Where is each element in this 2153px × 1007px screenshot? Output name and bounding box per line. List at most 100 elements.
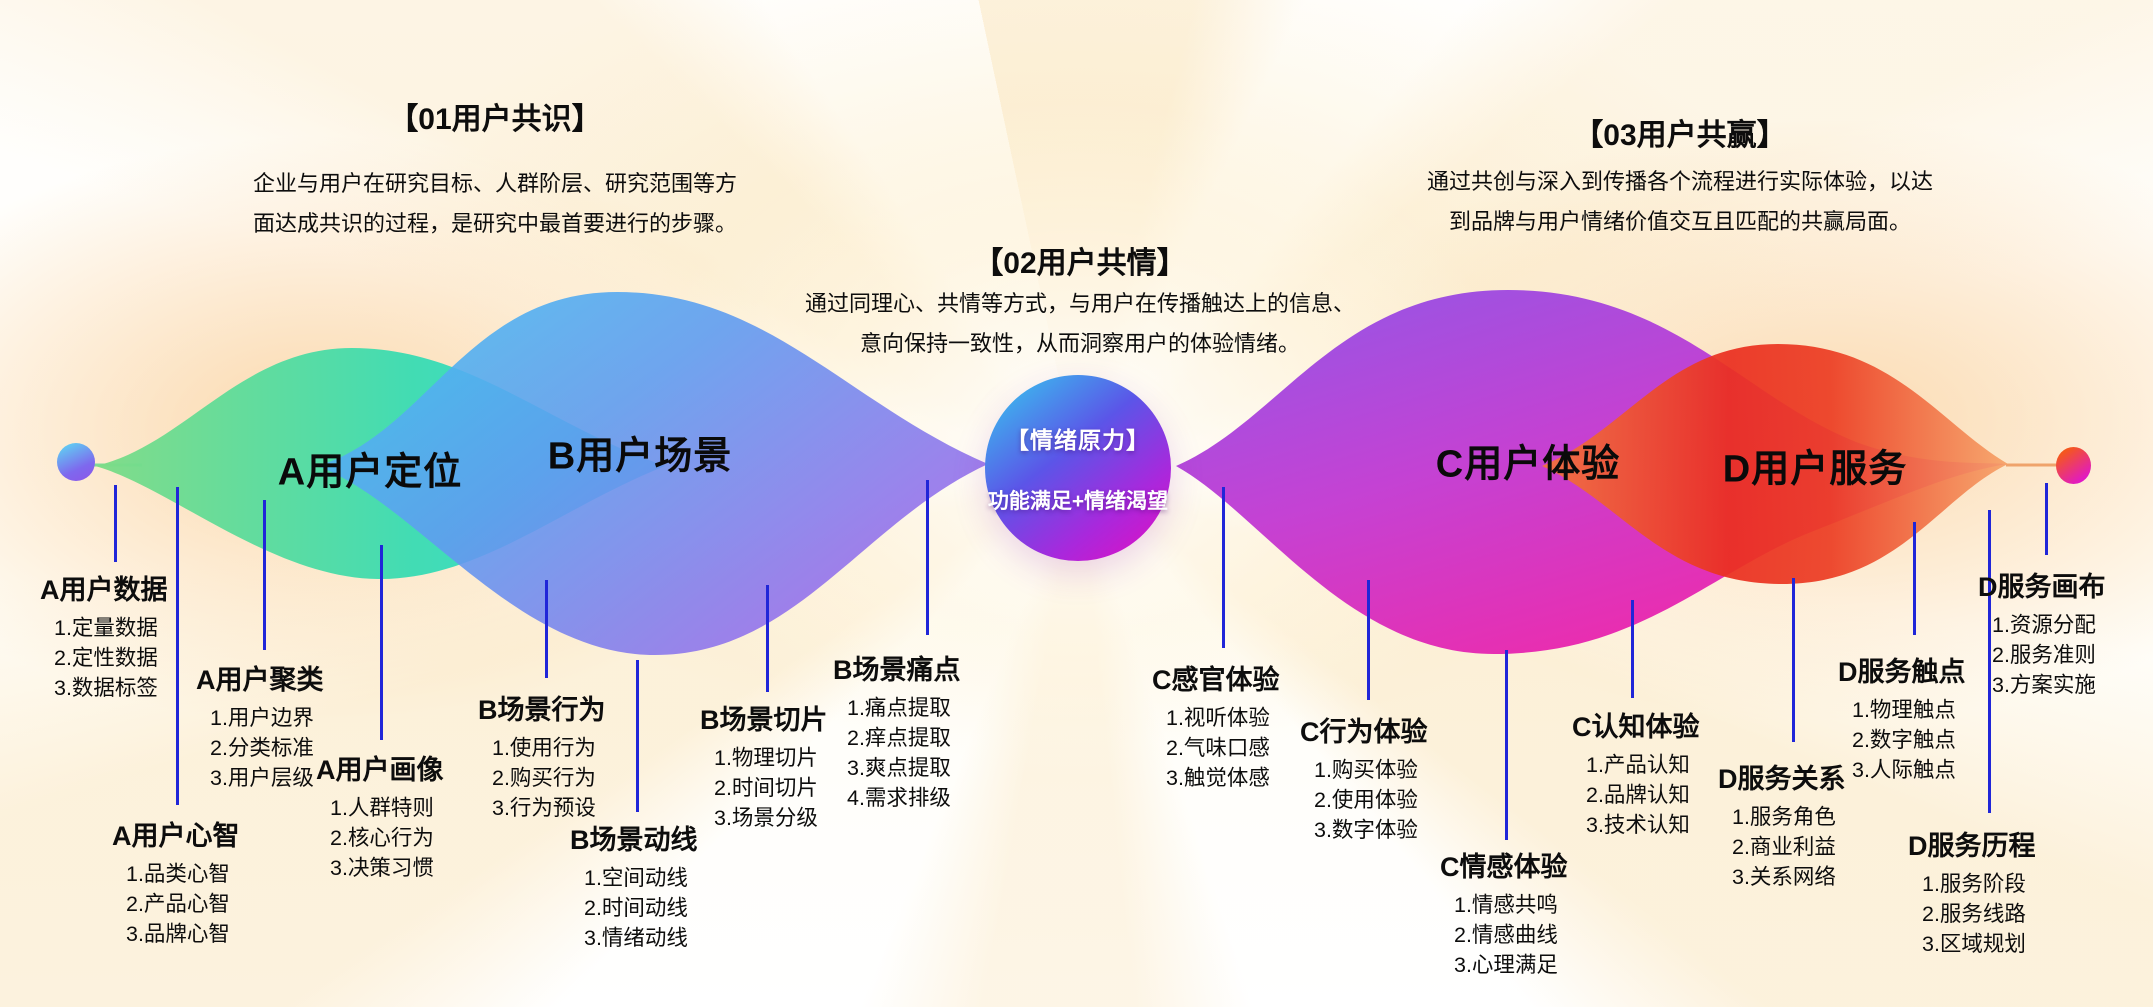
callout-title: D服务历程 <box>1908 831 2036 861</box>
callout-item: 2.服务准则 <box>1992 643 2096 667</box>
section-03-body: 通过共创与深入到传播各个流程进行实际体验，以达 到品牌与用户情绪价值交互且匹配的… <box>1380 162 1980 242</box>
callout-item: 3.触觉体感 <box>1166 766 1270 790</box>
callout-item: 3.区域规划 <box>1922 932 2026 956</box>
emotion-core-title: 【情绪原力】 <box>1006 427 1150 453</box>
callout-title: C情感体验 <box>1440 852 1568 882</box>
emotion-core-circle: 【情绪原力】 功能满足+情绪渴望 <box>985 375 1171 561</box>
callout-item: 1.空间动线 <box>584 866 688 890</box>
callout-item: 4.需求排级 <box>847 786 951 810</box>
callout-item: 3.品牌心智 <box>126 922 230 946</box>
callout-title: A用户聚类 <box>196 665 324 695</box>
callout-title: B场景行为 <box>478 695 606 725</box>
callout-title: D服务触点 <box>1838 657 1966 687</box>
callout-item: 1.产品认知 <box>1586 753 1690 777</box>
callout-item: 2.数字触点 <box>1852 728 1956 752</box>
callout-item: 3.用户层级 <box>210 766 314 790</box>
section-03-winwin: 【03用户共赢】 通过共创与深入到传播各个流程进行实际体验，以达 到品牌与用户情… <box>1380 110 1980 242</box>
callout-title: A用户画像 <box>316 755 444 785</box>
callout-item: 3.数据标签 <box>54 676 158 700</box>
flow-end-node <box>2056 447 2091 484</box>
section-02-body-line1: 通过同理心、共情等方式，与用户在传播触达上的信息、 <box>804 291 1355 316</box>
callout-item: 1.品类心智 <box>126 862 230 886</box>
callout-item: 3.数字体验 <box>1314 818 1418 842</box>
stage-label-d-service: D用户服务 <box>1722 448 1908 491</box>
connector-line-a1 <box>114 485 117 562</box>
callout-item: 2.定性数据 <box>54 646 158 670</box>
callout-item: 2.产品心智 <box>126 892 230 916</box>
connector-line-b4 <box>926 480 929 635</box>
section-02-empathy: 【02用户共情】 通过同理心、共情等方式，与用户在传播触达上的信息、 意向保持一… <box>760 238 1400 364</box>
callout-item: 1.用户边界 <box>210 706 314 730</box>
connector-line-c2 <box>1367 580 1370 700</box>
emotion-core-subtitle: 功能满足+情绪渴望 <box>987 490 1169 513</box>
callout-item: 2.商业利益 <box>1732 835 1836 859</box>
section-02-body: 通过同理心、共情等方式，与用户在传播触达上的信息、 意向保持一致性，从而洞察用户… <box>760 284 1400 364</box>
callout-title: D服务关系 <box>1718 764 1846 794</box>
callout-item: 3.爽点提取 <box>847 756 951 780</box>
callout-item: 3.关系网络 <box>1732 865 1836 889</box>
callout-title: A用户心智 <box>112 821 240 851</box>
callout-item: 2.情感曲线 <box>1454 923 1558 947</box>
callout-item: 1.痛点提取 <box>847 696 951 720</box>
callout-a1: A用户数据 1.定量数据 2.定性数据 3.数据标签 <box>40 568 168 703</box>
connector-line-a2 <box>263 500 266 650</box>
section-01-body: 企业与用户在研究目标、人群阶层、研究范围等方 面达成共识的过程，是研究中最首要进… <box>195 164 795 244</box>
connector-line-a4 <box>176 487 179 805</box>
stage-label-a-positioning: A用户定位 <box>277 451 463 494</box>
callout-item: 3.方案实施 <box>1992 673 2096 697</box>
section-01-consensus: 【01用户共识】 企业与用户在研究目标、人群阶层、研究范围等方 面达成共识的过程… <box>195 94 795 244</box>
callout-item: 1.服务阶段 <box>1922 872 2026 896</box>
callout-item: 3.人际触点 <box>1852 758 1956 782</box>
connector-line-d2 <box>1913 522 1916 635</box>
connector-line-a3 <box>380 545 383 740</box>
callout-title: C认知体验 <box>1572 712 1700 742</box>
section-03-body-line1: 通过共创与深入到传播各个流程进行实际体验，以达 <box>1426 169 1933 194</box>
connector-line-c3 <box>1505 650 1508 840</box>
callout-title: D服务画布 <box>1978 572 2106 602</box>
callout-item: 1.物理触点 <box>1852 698 1956 722</box>
callout-item: 2.服务线路 <box>1922 902 2026 926</box>
callout-item: 2.使用体验 <box>1314 788 1418 812</box>
callout-item: 3.决策习惯 <box>330 856 434 880</box>
section-02-title: 【02用户共情】 <box>973 247 1187 280</box>
callout-item: 2.核心行为 <box>330 826 434 850</box>
callout-title: A用户数据 <box>40 575 168 605</box>
callout-title: C感官体验 <box>1152 665 1280 695</box>
callout-item: 2.气味口感 <box>1166 736 1270 760</box>
callout-item: 3.技术认知 <box>1586 813 1690 837</box>
callout-item: 3.情绪动线 <box>584 926 688 950</box>
callout-d2: D服务触点 1.物理触点 2.数字触点 3.人际触点 <box>1838 650 1966 785</box>
connector-line-c1 <box>1222 487 1225 648</box>
section-02-body-line2: 意向保持一致性，从而洞察用户的体验情绪。 <box>859 331 1300 356</box>
flow-start-node <box>57 443 95 481</box>
ribbon-bands <box>93 290 2060 655</box>
connector-line-b1 <box>545 580 548 678</box>
connector-line-c4 <box>1631 600 1634 698</box>
callout-a3: A用户画像 1.人群特则 2.核心行为 3.决策习惯 <box>316 748 444 883</box>
section-03-title: 【03用户共赢】 <box>1573 119 1787 152</box>
callout-item: 1.人群特则 <box>330 796 434 820</box>
stage-label-b-scenario: B用户场景 <box>547 435 733 478</box>
wave-d-service <box>1542 344 2008 584</box>
callout-title: B场景动线 <box>570 825 698 855</box>
callout-item: 3.场景分级 <box>714 806 818 830</box>
callout-item: 2.购买行为 <box>492 766 596 790</box>
callout-item: 1.定量数据 <box>54 616 158 640</box>
callout-d3: D服务历程 1.服务阶段 2.服务线路 3.区域规划 <box>1908 824 2036 959</box>
callout-item: 2.痒点提取 <box>847 726 951 750</box>
callout-item: 1.资源分配 <box>1992 613 2096 637</box>
callout-item: 1.使用行为 <box>492 736 596 760</box>
section-03-body-line2: 到品牌与用户情绪价值交互且匹配的共赢局面。 <box>1448 209 1911 234</box>
section-01-title: 【01用户共识】 <box>388 103 602 136</box>
